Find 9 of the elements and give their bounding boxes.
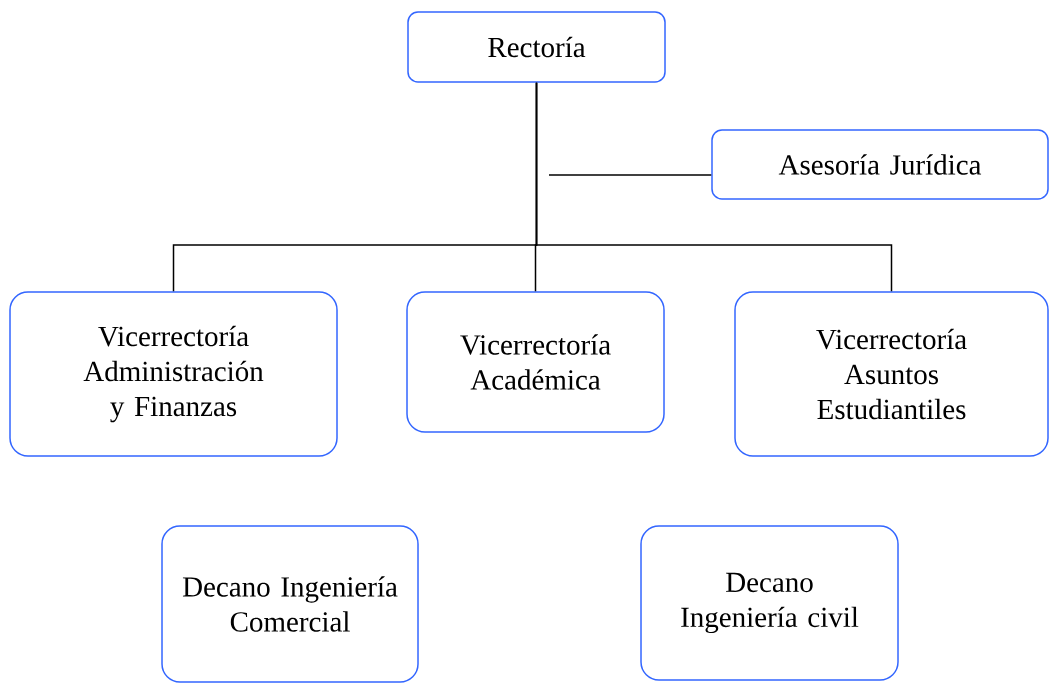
org-box: Vicerrectoría Asuntos Estudiantiles (734, 291, 1049, 457)
org-box: Decano Ingeniería civil (640, 525, 899, 681)
org-box: Rectoría (407, 11, 666, 83)
org-box: Vicerrectoría Administración y Finanzas (9, 291, 338, 457)
connector-line (548, 174, 712, 176)
org-box: Vicerrectoría Académica (406, 291, 665, 433)
connector-line (535, 82, 893, 292)
org-box: Asesoría Jurídica (711, 129, 1049, 200)
org-box: Decano Ingeniería Comercial (161, 525, 419, 683)
